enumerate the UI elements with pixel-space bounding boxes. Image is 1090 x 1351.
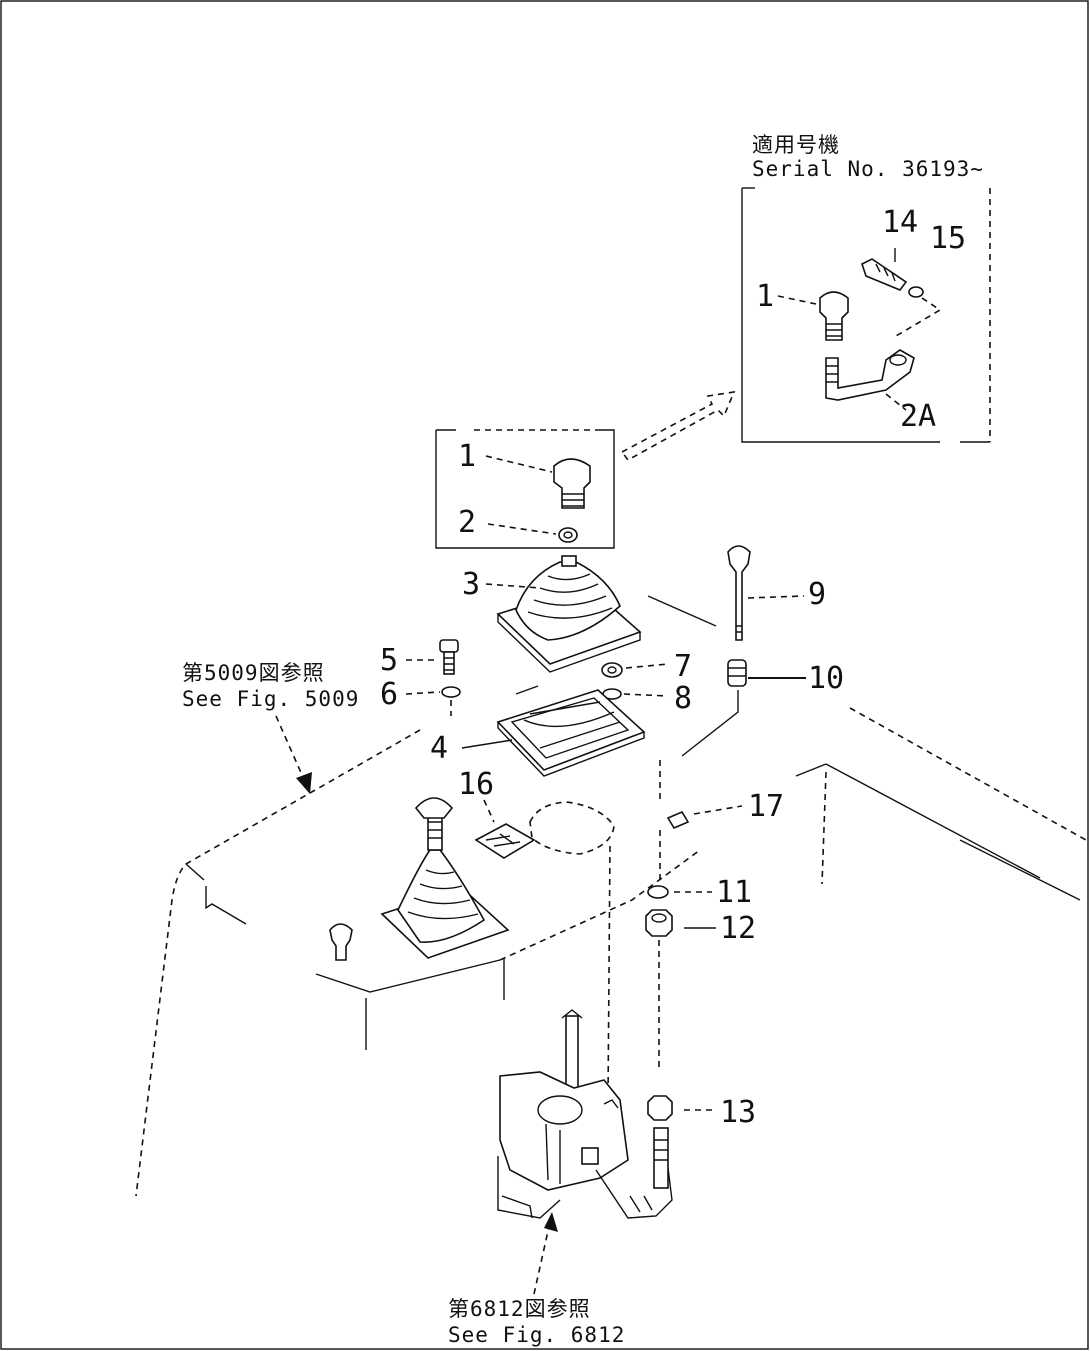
bolt-5-icon — [439, 639, 459, 675]
nut-13-icon — [647, 1095, 673, 1121]
callout-1-inset: 1 — [756, 279, 774, 314]
callout-12: 12 — [720, 911, 756, 946]
body-edge-line-2 — [849, 707, 1087, 841]
callout-17: 17 — [748, 789, 784, 824]
arrow-fig5009-icon — [275, 715, 312, 794]
callout-5: 5 — [380, 643, 398, 678]
panel-body-outline — [135, 729, 701, 1197]
callout-1: 1 — [458, 439, 476, 474]
callout-7: 7 — [674, 649, 692, 684]
callout-8: 8 — [674, 681, 692, 716]
callout-13: 13 — [720, 1095, 756, 1130]
bolt-14-icon — [861, 258, 908, 291]
ref-fig5009: See Fig. 5009 — [182, 687, 359, 711]
guide-line — [607, 845, 611, 1099]
ref-fig6812-jp: 第6812図参照 — [448, 1297, 591, 1321]
pin-17-icon — [666, 810, 690, 830]
sticker-16-icon — [474, 823, 536, 859]
plate-4-icon — [496, 689, 646, 777]
lever-2a-icon — [825, 349, 915, 401]
nut-7-icon — [601, 662, 623, 678]
arrow-to-inset-icon — [620, 390, 736, 462]
knob-1-inset-icon — [819, 291, 849, 341]
gasket-icon — [529, 801, 615, 855]
callout-4: 4 — [430, 731, 448, 766]
knob-box — [435, 429, 615, 549]
valve-linkage-assembly-icon — [497, 1009, 673, 1219]
boot-3-icon — [496, 555, 642, 673]
ref-fig5009-jp: 第5009図参照 — [182, 661, 325, 685]
arrow-fig6812-icon — [533, 1212, 558, 1295]
callout-11: 11 — [716, 875, 752, 910]
knob-1-icon — [553, 458, 591, 509]
callout-15: 15 — [930, 221, 966, 256]
callout-16: 16 — [458, 767, 494, 802]
leader-15 — [895, 297, 942, 337]
nut-2-icon — [558, 527, 578, 543]
washer-11-icon — [647, 885, 669, 899]
boot-10-icon — [727, 659, 747, 687]
washer-15-icon — [908, 286, 924, 298]
callout-14: 14 — [882, 205, 918, 240]
serial-title-jp: 適用号機 — [752, 133, 840, 157]
nut-12-icon — [645, 909, 673, 937]
callout-3: 3 — [462, 567, 480, 602]
body-edge-line — [647, 595, 717, 627]
body-edge-line-3 — [825, 763, 1041, 879]
ref-fig6812: See Fig. 6812 — [448, 1323, 625, 1347]
callout-6: 6 — [380, 677, 398, 712]
serial-number-label: Serial No. 36193~ — [752, 157, 984, 181]
lever-9-icon — [727, 545, 751, 641]
control-lever-assembly-icon — [329, 797, 510, 961]
serial-inset-box — [741, 187, 991, 443]
callout-2a: 2A — [900, 399, 936, 434]
callout-2: 2 — [458, 505, 476, 540]
callout-9: 9 — [808, 577, 826, 612]
washer-6-icon — [441, 686, 461, 698]
callout-10: 10 — [808, 661, 844, 696]
